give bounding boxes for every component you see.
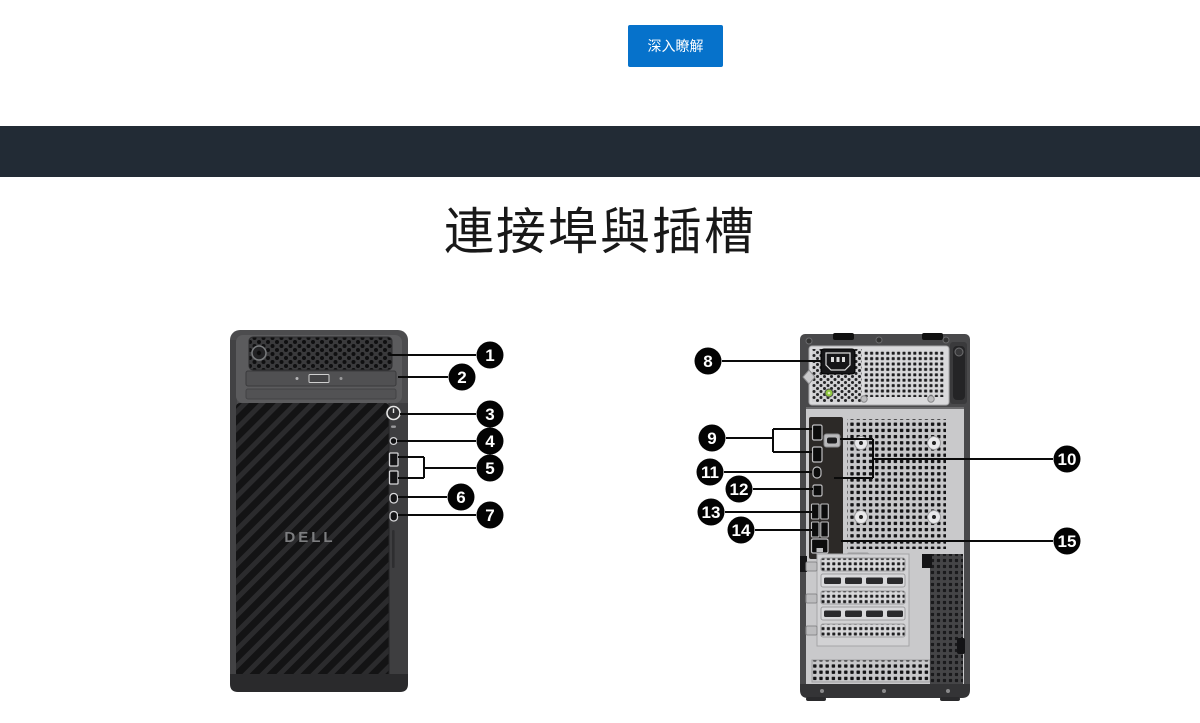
callout-7: 7 [476,501,504,529]
callout-3: 3 [476,400,504,428]
callout-12: 12 [725,475,753,503]
expansion-slots [805,553,910,647]
usb-c-port-1 [389,492,399,504]
callout-10: 10 [1053,445,1081,473]
svg-text:13: 13 [702,503,721,522]
ethernet-port [810,538,829,554]
svg-text:9: 9 [707,429,716,448]
callout-15: 15 [1053,527,1081,555]
displayport-1 [811,424,823,441]
callout-11: 11 [696,458,724,486]
usb-a-port-2 [388,470,399,485]
svg-text:3: 3 [485,405,494,424]
front-top-vent [248,336,393,371]
callout-1: 1 [476,341,504,369]
side-panel-latch [950,342,967,404]
usb-a-rear-pair-1 [810,503,829,520]
mini-displayport [812,484,823,497]
usb-c-rear-port [812,466,822,479]
front-tower-illustration: DELL [230,330,408,692]
psu-status-led [824,388,834,398]
learn-more-button[interactable]: 深入瞭解 [628,25,723,67]
gpu-vent-column [922,554,965,686]
ac-power-inlet [820,348,856,375]
svg-text:8: 8 [703,352,712,371]
serial-port [823,433,841,448]
displayport-2 [811,446,823,463]
svg-text:15: 15 [1058,532,1077,551]
power-button-icon [386,405,401,421]
lock-icon [251,345,267,361]
callout-14: 14 [727,516,755,544]
power-supply-unit [802,345,950,406]
svg-text:10: 10 [1058,450,1077,469]
drive-activity-led [391,425,396,428]
front-mesh-panel [236,403,389,677]
rear-io-panel [809,417,843,559]
dark-divider-band [0,126,1200,177]
svg-text:4: 4 [485,432,495,451]
rear-callout-lines [722,360,1053,542]
front-callout-lines [390,354,476,516]
svg-text:12: 12 [730,480,749,499]
svg-text:2: 2 [457,368,466,387]
svg-text:7: 7 [485,506,494,525]
svg-text:5: 5 [485,459,494,478]
optical-drive [245,370,397,387]
svg-text:11: 11 [701,463,719,482]
section-title: 連接埠與插槽 [444,204,756,260]
svg-text:14: 14 [732,521,751,540]
callout-8: 8 [694,347,722,375]
rear-tower-illustration [800,333,970,701]
headset-jack [389,436,398,446]
bottom-vent-grid [811,659,931,683]
dell-logo: DELL [284,529,335,546]
callout-6: 6 [447,483,475,511]
callout-9: 9 [698,424,726,452]
callout-13: 13 [697,498,725,526]
usb-a-port-1 [388,452,399,467]
callout-2: 2 [448,363,476,391]
callout-5: 5 [476,454,504,482]
svg-text:1: 1 [485,346,494,365]
usb-c-port-2 [389,510,399,522]
svg-text:6: 6 [456,488,465,507]
callout-4: 4 [476,427,504,455]
